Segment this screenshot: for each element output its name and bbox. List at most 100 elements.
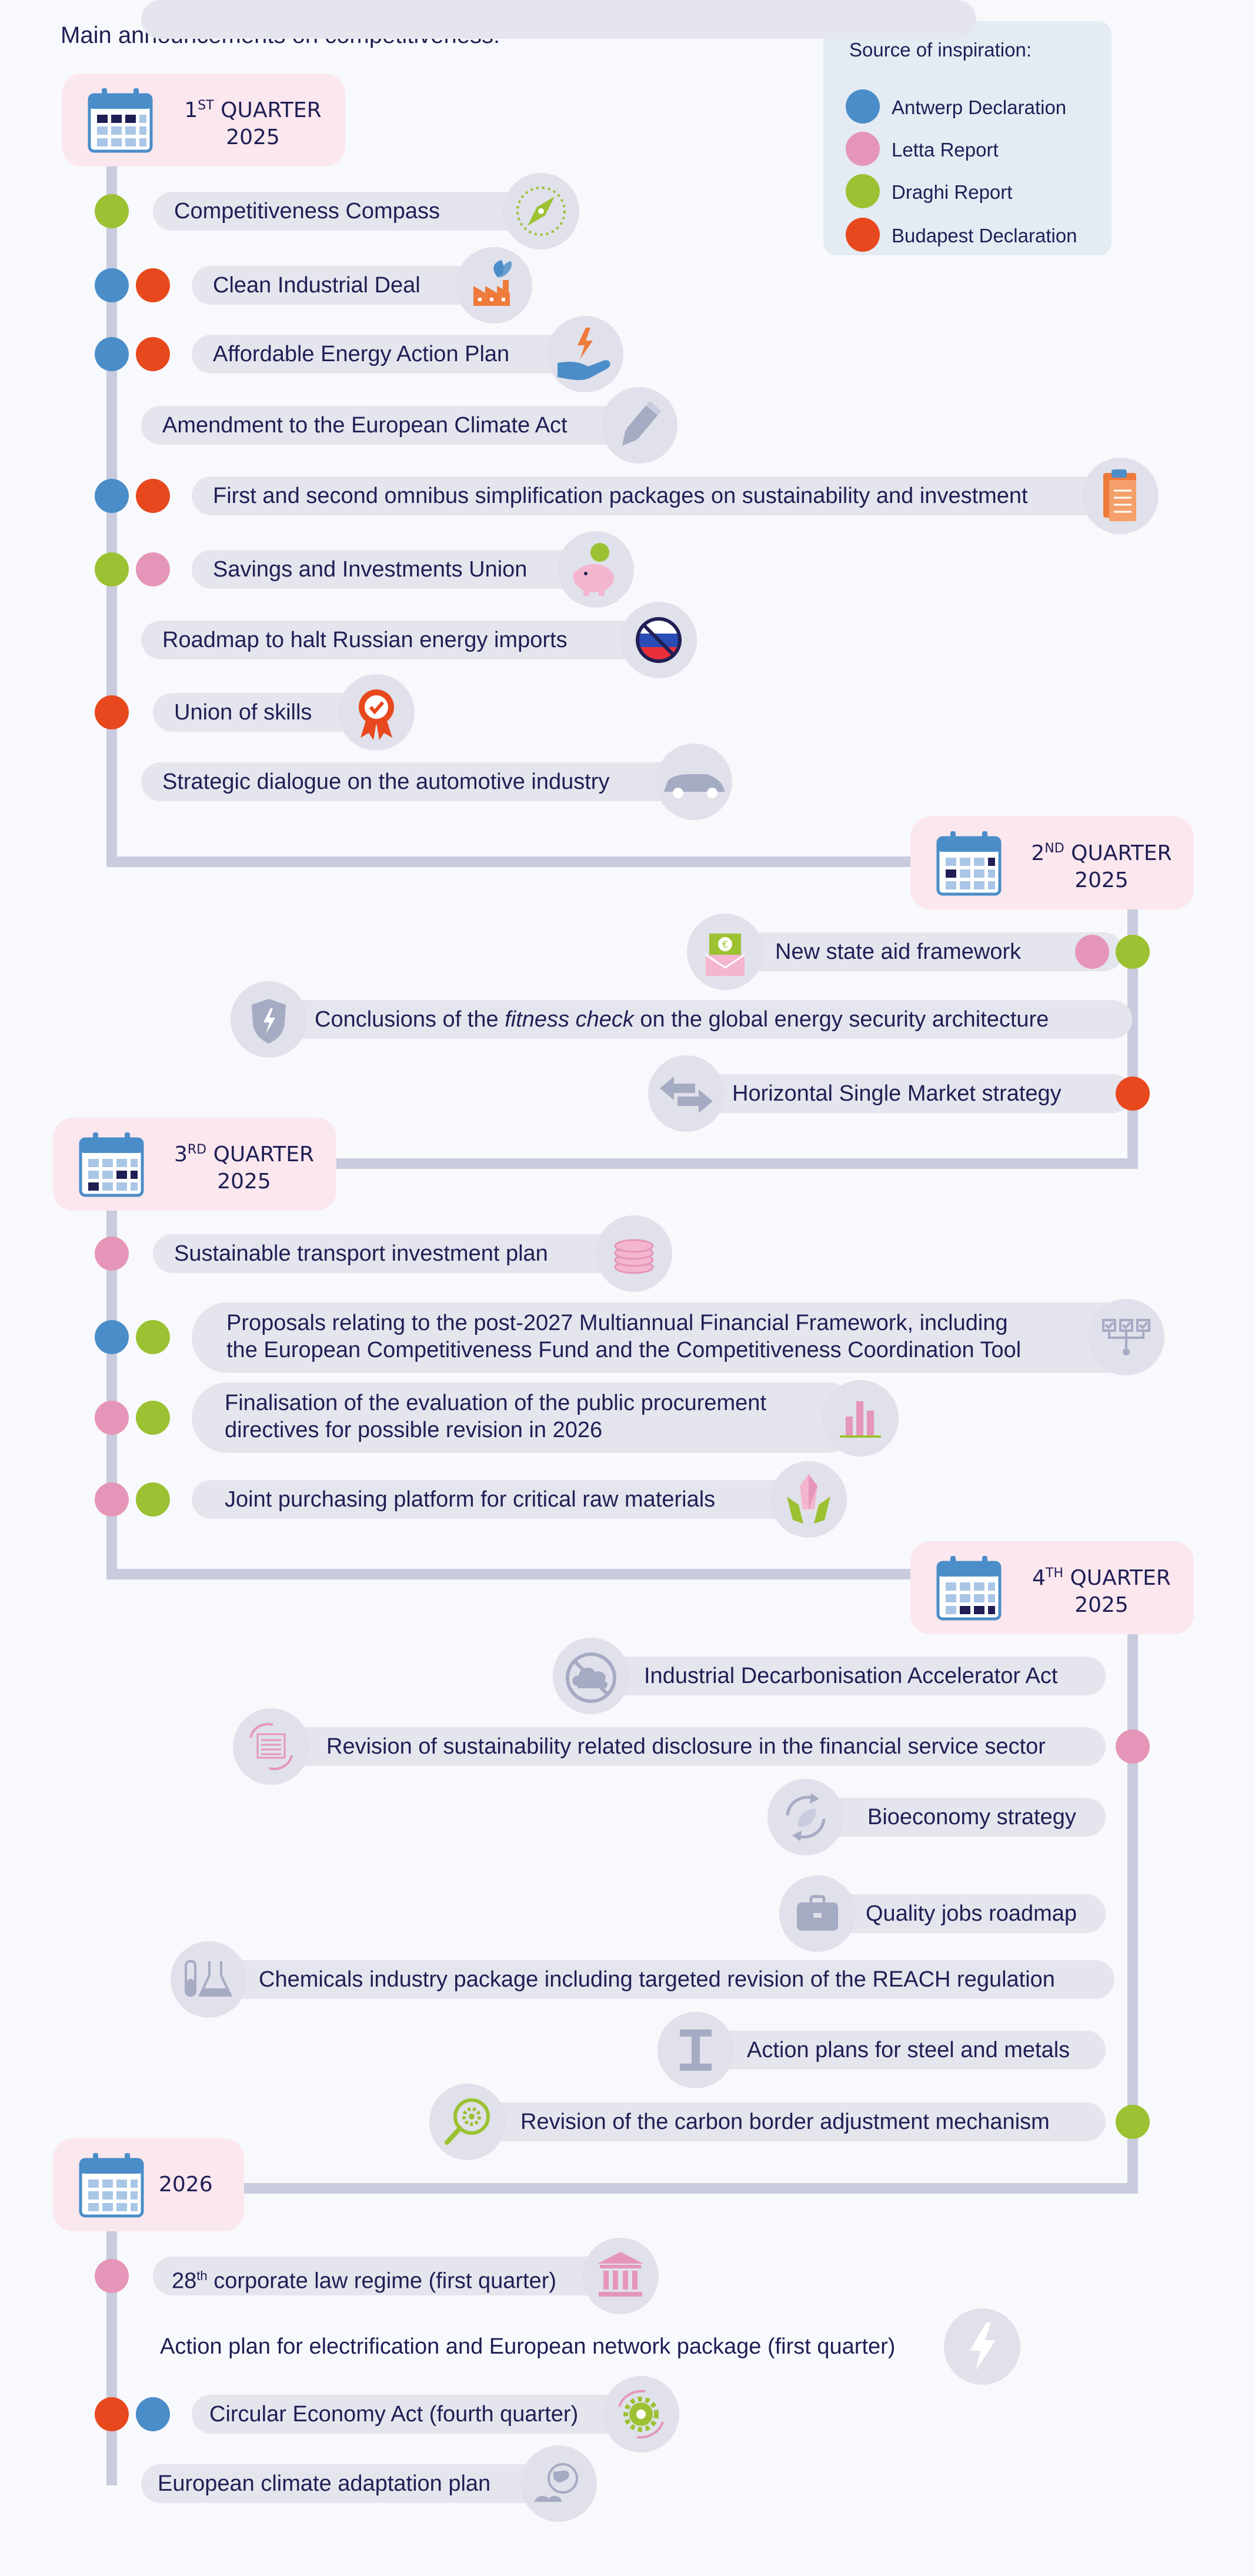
item-label-line: Finalisation of the evaluation of the pu… [225, 1391, 766, 1415]
item-pill [806, 1798, 1106, 1837]
item-label: European climate adaptation plan [158, 2471, 491, 2496]
quarter-suffix: RD [187, 1142, 207, 1157]
quarter-label: 3RD QUARTER 2025 [168, 1137, 321, 1195]
quarter-box-q4: 4TH QUARTER 2025 [910, 1541, 1194, 1634]
item-pill [141, 2464, 576, 2503]
quarter-label: 2ND QUARTER 2025 [1025, 835, 1178, 894]
letta-dot [1075, 935, 1109, 969]
draghi-dot [95, 194, 129, 228]
legend-label: Budapest Declaration [892, 225, 1077, 246]
draghi-dot [136, 1401, 170, 1435]
item-pill [723, 932, 1123, 971]
rosette-icon [338, 674, 415, 751]
item-pill [153, 1234, 665, 1273]
quarter-year: 2025 [1074, 1593, 1129, 1617]
budapest-dot [95, 695, 129, 729]
budapest-dot [1116, 1077, 1150, 1111]
crystal-icon [770, 1461, 847, 1538]
item-pill [276, 1727, 1106, 1766]
item-label: Joint purchasing platform for critical r… [225, 1487, 716, 1512]
budapest-dot [136, 268, 170, 302]
item-pill [192, 1480, 809, 1519]
timeline-line-q1 [106, 159, 917, 867]
antwerp-dot [136, 2397, 170, 2431]
item-pill [192, 335, 574, 374]
quarter-word: QUARTER [1070, 1566, 1171, 1590]
item-pill [153, 2257, 623, 2295]
item-label: Savings and Investments Union [213, 557, 528, 582]
quarter-ordinal: 2 [1031, 841, 1045, 865]
item-pill [192, 476, 1127, 515]
magnifier-gear-icon [429, 2084, 506, 2160]
item-label: Action plan for electrification and Euro… [160, 2334, 896, 2359]
quarter-word: QUARTER [1071, 841, 1172, 865]
item-pill [271, 1000, 1132, 1039]
timeline-line-q4 [241, 1606, 1138, 2194]
item-pill [588, 1657, 1106, 1695]
svg-text:€: € [722, 939, 728, 950]
item-label: Finalisation of the evaluation of the pu… [225, 1389, 766, 1444]
quarter-suffix: ND [1044, 841, 1064, 856]
shield-icon [231, 981, 307, 1058]
item-label: Revision of the carbon border adjustment… [520, 2110, 1050, 2134]
legend-title: Source of inspiration: [849, 39, 1032, 61]
item-pill [141, 406, 665, 445]
legend: Source of inspiration: Antwerp Declarati… [823, 21, 1112, 255]
legend-label: Draghi Report [892, 181, 1013, 203]
item-pill [817, 1894, 1106, 1933]
euro-envelope-icon: € [687, 914, 763, 990]
briefcase-icon [779, 1875, 856, 1952]
energy-hand-icon [547, 316, 623, 392]
draghi-dot [846, 174, 880, 208]
budapest-dot [136, 479, 170, 513]
item-label: Sustainable transport investment plan [174, 1241, 548, 1266]
quarter-word: QUARTER [213, 1142, 315, 1167]
legend-label: Antwerp Declaration [892, 96, 1067, 118]
item-label: Industrial Decarbonisation Accelerator A… [644, 1664, 1058, 1688]
lightning-icon [944, 2308, 1020, 2385]
item-pill [694, 1074, 1132, 1113]
item-pill [192, 550, 598, 589]
period-box-2026: 2026 [53, 2138, 244, 2231]
calendar-icon [936, 1556, 1002, 1621]
item-pill [141, 621, 676, 659]
quarter-year: 2025 [217, 1169, 271, 1194]
period-label: 2026 [159, 2172, 213, 2197]
letta-dot [95, 2259, 129, 2293]
quarter-year: 2025 [1074, 868, 1129, 892]
item-pill [141, 0, 976, 39]
item-label-line: directives for possible revision in 2026 [225, 1418, 603, 1442]
antwerp-dot [95, 268, 129, 302]
budapest-dot [846, 218, 880, 252]
clipboard-icon [1082, 458, 1159, 534]
draghi-dot [136, 1320, 170, 1354]
quarter-ordinal: 4 [1032, 1566, 1046, 1590]
car-icon [656, 744, 732, 820]
quarter-box-q1: 1ST QUARTER 2025 [62, 74, 345, 166]
item-label: Clean Industrial Deal [213, 273, 420, 298]
item-label-line: Proposals relating to the post-2027 Mult… [226, 1311, 1008, 1335]
letta-dot [136, 552, 170, 586]
legend-item-budapest: Budapest Declaration [846, 215, 1104, 252]
bar-chart-icon [822, 1380, 899, 1457]
flask-icon [171, 1941, 247, 2018]
item-label: Bioeconomy strategy [867, 1805, 1076, 1829]
calendar-icon [79, 2153, 144, 2218]
item-label: New state aid framework [775, 939, 1022, 964]
letta-dot [95, 1401, 129, 1435]
quarter-label: 1ST QUARTER 2025 [176, 92, 329, 151]
item-label: 28th corporate law regime (first quarter… [172, 2268, 557, 2294]
item-pill [694, 2031, 1106, 2070]
item-label: Union of skills [174, 700, 312, 725]
item-label: Action plans for steel and metals [747, 2038, 1070, 2062]
globe-icon [520, 2445, 597, 2522]
item-pill [141, 762, 717, 801]
letta-dot [1116, 1729, 1150, 1764]
legend-item-draghi: Draghi Report [846, 172, 1104, 208]
factory-icon [456, 247, 532, 324]
letta-dot [846, 132, 880, 166]
item-label: Affordable Energy Action Plan [213, 342, 510, 366]
calendar-icon [936, 831, 1002, 896]
quarter-suffix: ST [198, 98, 214, 113]
item-label: Amendment to the European Climate Act [162, 413, 568, 438]
